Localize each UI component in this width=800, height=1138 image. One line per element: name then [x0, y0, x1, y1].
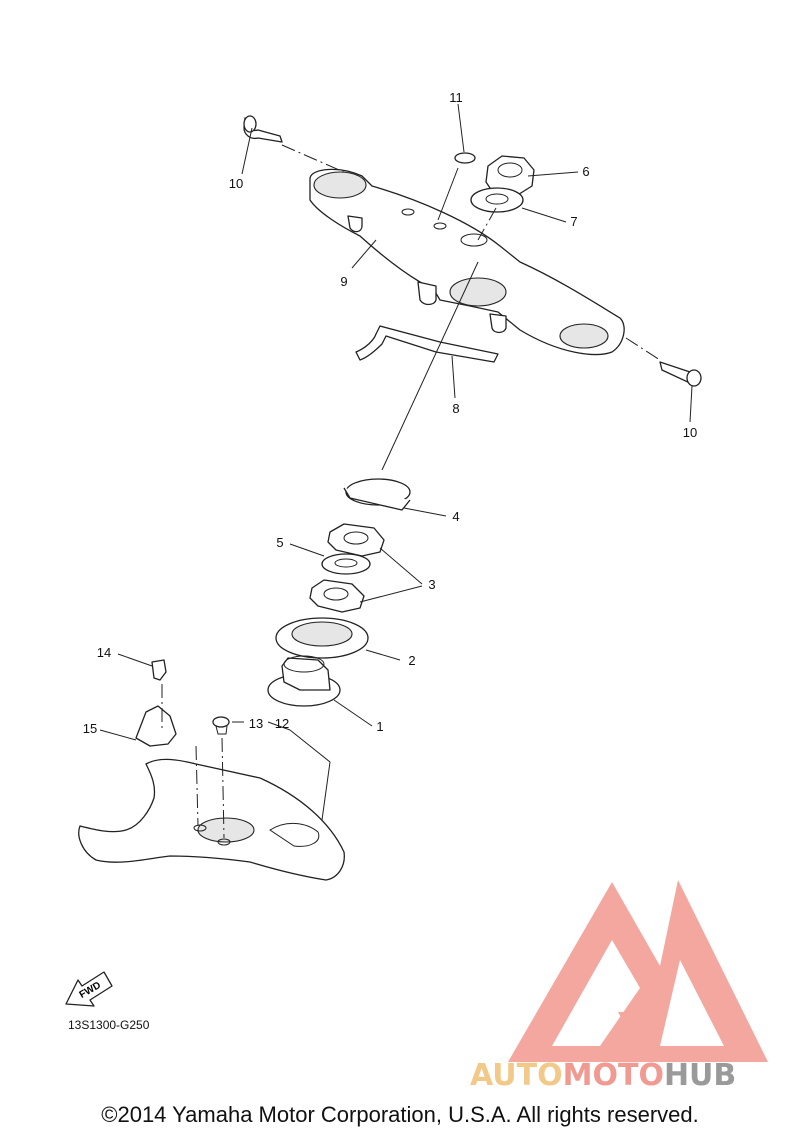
watermark-text: AUTOMOTOHUB: [470, 1058, 736, 1093]
bolt-lower-right: [659, 361, 702, 387]
upper-bracket: [309, 168, 625, 356]
callout-15: 15: [83, 721, 97, 736]
callout-5: 5: [276, 535, 283, 550]
small-bolt: [151, 659, 167, 681]
leader-lines: [99, 103, 693, 821]
callout-9: 9: [340, 274, 347, 289]
dust-seal: [343, 478, 411, 511]
steering-stem-nut: [485, 155, 535, 197]
ring-nut-upper: [327, 523, 385, 557]
bolt-upper-left: [243, 115, 283, 143]
diagram-code: 13S1300-G250: [68, 1018, 150, 1032]
lock-washer: [321, 553, 371, 575]
callout-13: 13: [249, 716, 263, 731]
fwd-arrow-icon: FWD: [65, 971, 113, 1007]
cable-bracket: [355, 325, 499, 363]
bearing-cover: [275, 617, 369, 659]
copyright-notice: ©2014 Yamaha Motor Corporation, U.S.A. A…: [101, 1102, 699, 1127]
watermark-logo: [508, 880, 768, 1062]
watermark-moto: MOTO: [562, 1058, 664, 1093]
callout-3: 3: [428, 577, 435, 592]
watermark-hub: HUB: [663, 1058, 737, 1093]
callout-2: 2: [408, 653, 415, 668]
holder: [135, 705, 177, 747]
callout-1: 1: [376, 719, 383, 734]
lower-cover: [78, 758, 345, 881]
watermark-auto: AUTO: [470, 1058, 563, 1093]
bearing: [267, 655, 341, 707]
callout-4: 4: [452, 509, 459, 524]
callout-14: 14: [97, 645, 111, 660]
collar: [212, 716, 230, 735]
callout-6: 6: [582, 164, 589, 179]
small-washer: [454, 152, 476, 164]
callout-12: 12: [275, 716, 289, 731]
callout-11: 11: [449, 90, 463, 105]
callout-8: 8: [452, 401, 459, 416]
washer: [470, 187, 524, 213]
ring-nut-lower: [309, 579, 365, 613]
callout-7: 7: [570, 214, 577, 229]
callout-10-lower: 10: [683, 425, 697, 440]
callout-10-upper: 10: [229, 176, 243, 191]
